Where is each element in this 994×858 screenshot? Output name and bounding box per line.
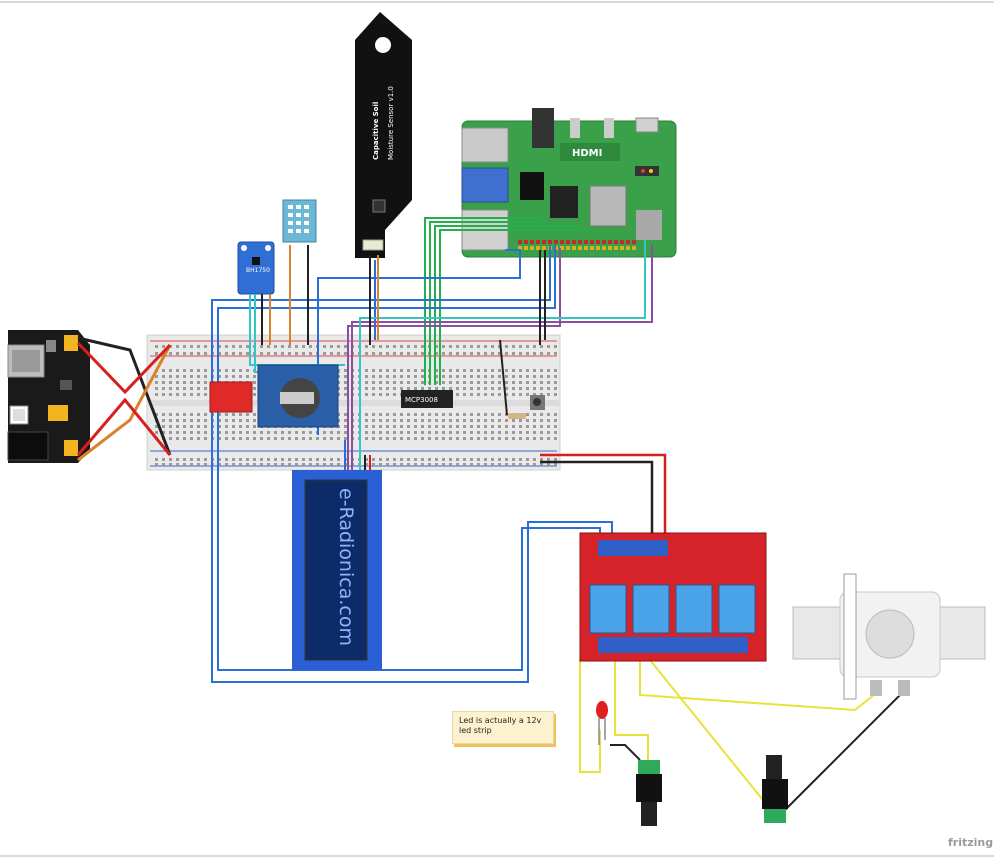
bh1750-sensor: BH1750 [237, 241, 275, 295]
soil-moisture-sensor: Capacitive Soil Moisture Sensor v1.0 [355, 12, 412, 258]
raspberry-pi: HDMI [461, 108, 677, 258]
power-supply-module [7, 330, 90, 463]
led [596, 701, 608, 745]
sensor-subtitle: Moisture Sensor v1.0 [387, 86, 395, 160]
bh1750-label: BH1750 [246, 267, 270, 274]
push-button [530, 395, 545, 410]
dc-jack-valve [762, 755, 788, 823]
fritzing-logo: fritzing [948, 836, 994, 849]
annotation-note: Led is actually a 12v led strip [452, 711, 554, 744]
lcd-text: e-Radionica.com [335, 488, 357, 646]
note-text: Led is actually a 12v led strip [459, 716, 542, 735]
supply-wires [76, 336, 172, 462]
bottom-border [0, 855, 994, 857]
relay-board [579, 532, 767, 662]
rpi-hdmi-label: HDMI [572, 148, 602, 159]
top-border [0, 1, 994, 3]
dc-jack-led [636, 760, 662, 826]
solenoid-valve [792, 573, 986, 700]
sensor-title: Capacitive Soil [372, 102, 380, 160]
mcp3008-chip: MCP3008 [401, 390, 453, 408]
breadboard [146, 334, 561, 471]
terminal-block [209, 381, 253, 413]
adc-label: MCP3008 [405, 396, 438, 404]
lcd-display: e-Radionica.com [292, 470, 382, 670]
rtc-module [257, 364, 339, 428]
dht-sensor [282, 199, 317, 243]
resistor [508, 413, 526, 419]
wires [211, 217, 906, 816]
